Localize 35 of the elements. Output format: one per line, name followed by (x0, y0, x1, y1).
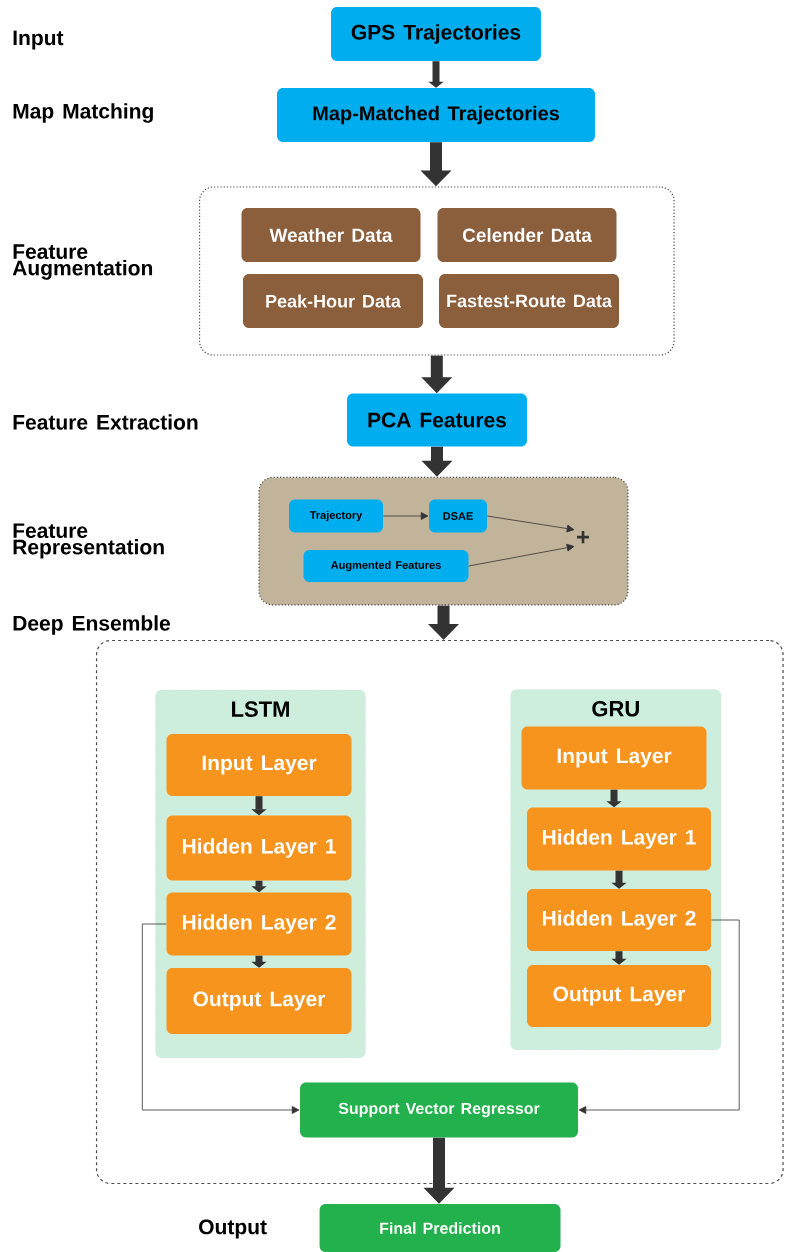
layer-box: Input Layer (166, 734, 352, 796)
process-box: Map-Matched Trajectories (277, 88, 595, 142)
group-frame (95, 639, 784, 1185)
process-box: GPS Trajectories (331, 7, 541, 61)
stage-label: Feature Extraction (13, 414, 198, 430)
stage-label: Feature Representation (13, 523, 164, 559)
layer-box: Output Layer (166, 968, 352, 1034)
stage-label: Feature Augmentation (12, 244, 153, 280)
arrow (486, 515, 575, 533)
group-frame (198, 186, 675, 356)
data-box: Celender Data (437, 208, 617, 262)
stage-label: Input (13, 30, 64, 50)
arrow (141, 923, 300, 1114)
layer-box: Hidden Layer 1 (527, 807, 711, 871)
arrow (468, 543, 575, 567)
plus-sign: + (577, 530, 590, 544)
output-box: Final Prediction (319, 1204, 561, 1252)
layer-box: Input Layer (521, 726, 707, 790)
process-box: DSAE (429, 499, 487, 533)
stage-label: Deep Ensemble (13, 615, 170, 635)
layer-box: Hidden Layer 1 (166, 815, 352, 881)
data-box: Peak-Hour Data (243, 274, 423, 328)
process-box: Trajectory (289, 499, 383, 533)
layer-box: Hidden Layer 2 (527, 889, 711, 951)
data-box: Weather Data (241, 208, 421, 262)
arrow (382, 512, 429, 520)
arrow (578, 919, 740, 1114)
regressor-box: Support Vector Regressor (299, 1082, 579, 1138)
data-box: Fastest-Route Data (439, 274, 619, 328)
stage-label: Output (199, 1219, 267, 1239)
process-box: PCA Features (347, 393, 527, 447)
layer-box: Hidden Layer 2 (166, 892, 352, 956)
process-box: Augmented Features (303, 550, 469, 582)
stage-label: Map Matching (13, 103, 153, 123)
layer-box: Output Layer (527, 965, 711, 1027)
